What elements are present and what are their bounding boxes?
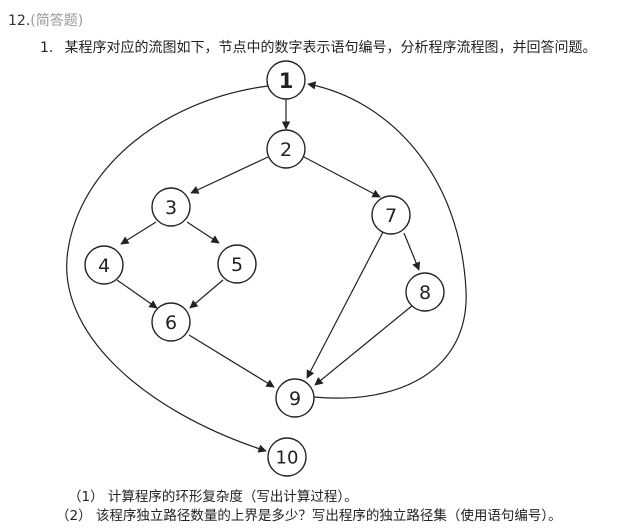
node-2: 2: [266, 129, 306, 169]
edge-4-6: [116, 279, 158, 309]
svg-text:2: 2: [280, 139, 292, 161]
node-9: 9: [275, 378, 315, 418]
subquestion-2: （2） 该程序独立路径数量的上界是多少？写出程序的独立路径集（使用语句编号）。: [56, 508, 562, 524]
svg-text:10: 10: [276, 448, 299, 469]
node-7: 7: [371, 195, 411, 235]
edge-3-4: [120, 221, 157, 245]
svg-text:6: 6: [165, 312, 177, 334]
edge-6-9: [188, 334, 275, 388]
question-header: 12.(简答题): [8, 10, 83, 30]
svg-text:3: 3: [165, 197, 177, 219]
node-3: 3: [151, 187, 191, 227]
node-10: 10: [267, 437, 307, 477]
question-text: 1. 某程序对应的流图如下，节点中的数字表示语句编号，分析程序流程图，并回答问题…: [40, 37, 596, 57]
item-text: 某程序对应的流图如下，节点中的数字表示语句编号，分析程序流程图，并回答问题。: [64, 40, 597, 56]
question-type: (简答题): [30, 13, 84, 29]
edge-1-10: [66, 85, 269, 453]
edge-9-1: [307, 81, 467, 399]
edge-2-7: [303, 156, 381, 198]
svg-text:5: 5: [231, 254, 243, 276]
svg-text:1: 1: [279, 69, 294, 93]
edge-7-9: [306, 231, 384, 379]
edge-8-9: [314, 304, 414, 386]
node-5: 5: [217, 244, 257, 284]
svg-text:8: 8: [419, 282, 431, 304]
edge-2-3: [190, 156, 269, 194]
subquestion-1: （1） 计算程序的环形复杂度（写出计算过程）。: [68, 489, 358, 505]
node-4: 4: [84, 245, 124, 285]
node-8: 8: [405, 272, 445, 312]
edge-5-6: [189, 279, 224, 309]
node-1: 1: [266, 60, 306, 100]
node-6: 6: [151, 302, 191, 342]
svg-text:7: 7: [385, 205, 397, 227]
item-number: 1.: [40, 40, 54, 56]
svg-text:4: 4: [98, 255, 110, 277]
svg-text:9: 9: [289, 388, 301, 410]
question-number: 12.: [8, 13, 31, 29]
edge-3-5: [186, 221, 220, 244]
edge-7-8: [403, 232, 421, 271]
